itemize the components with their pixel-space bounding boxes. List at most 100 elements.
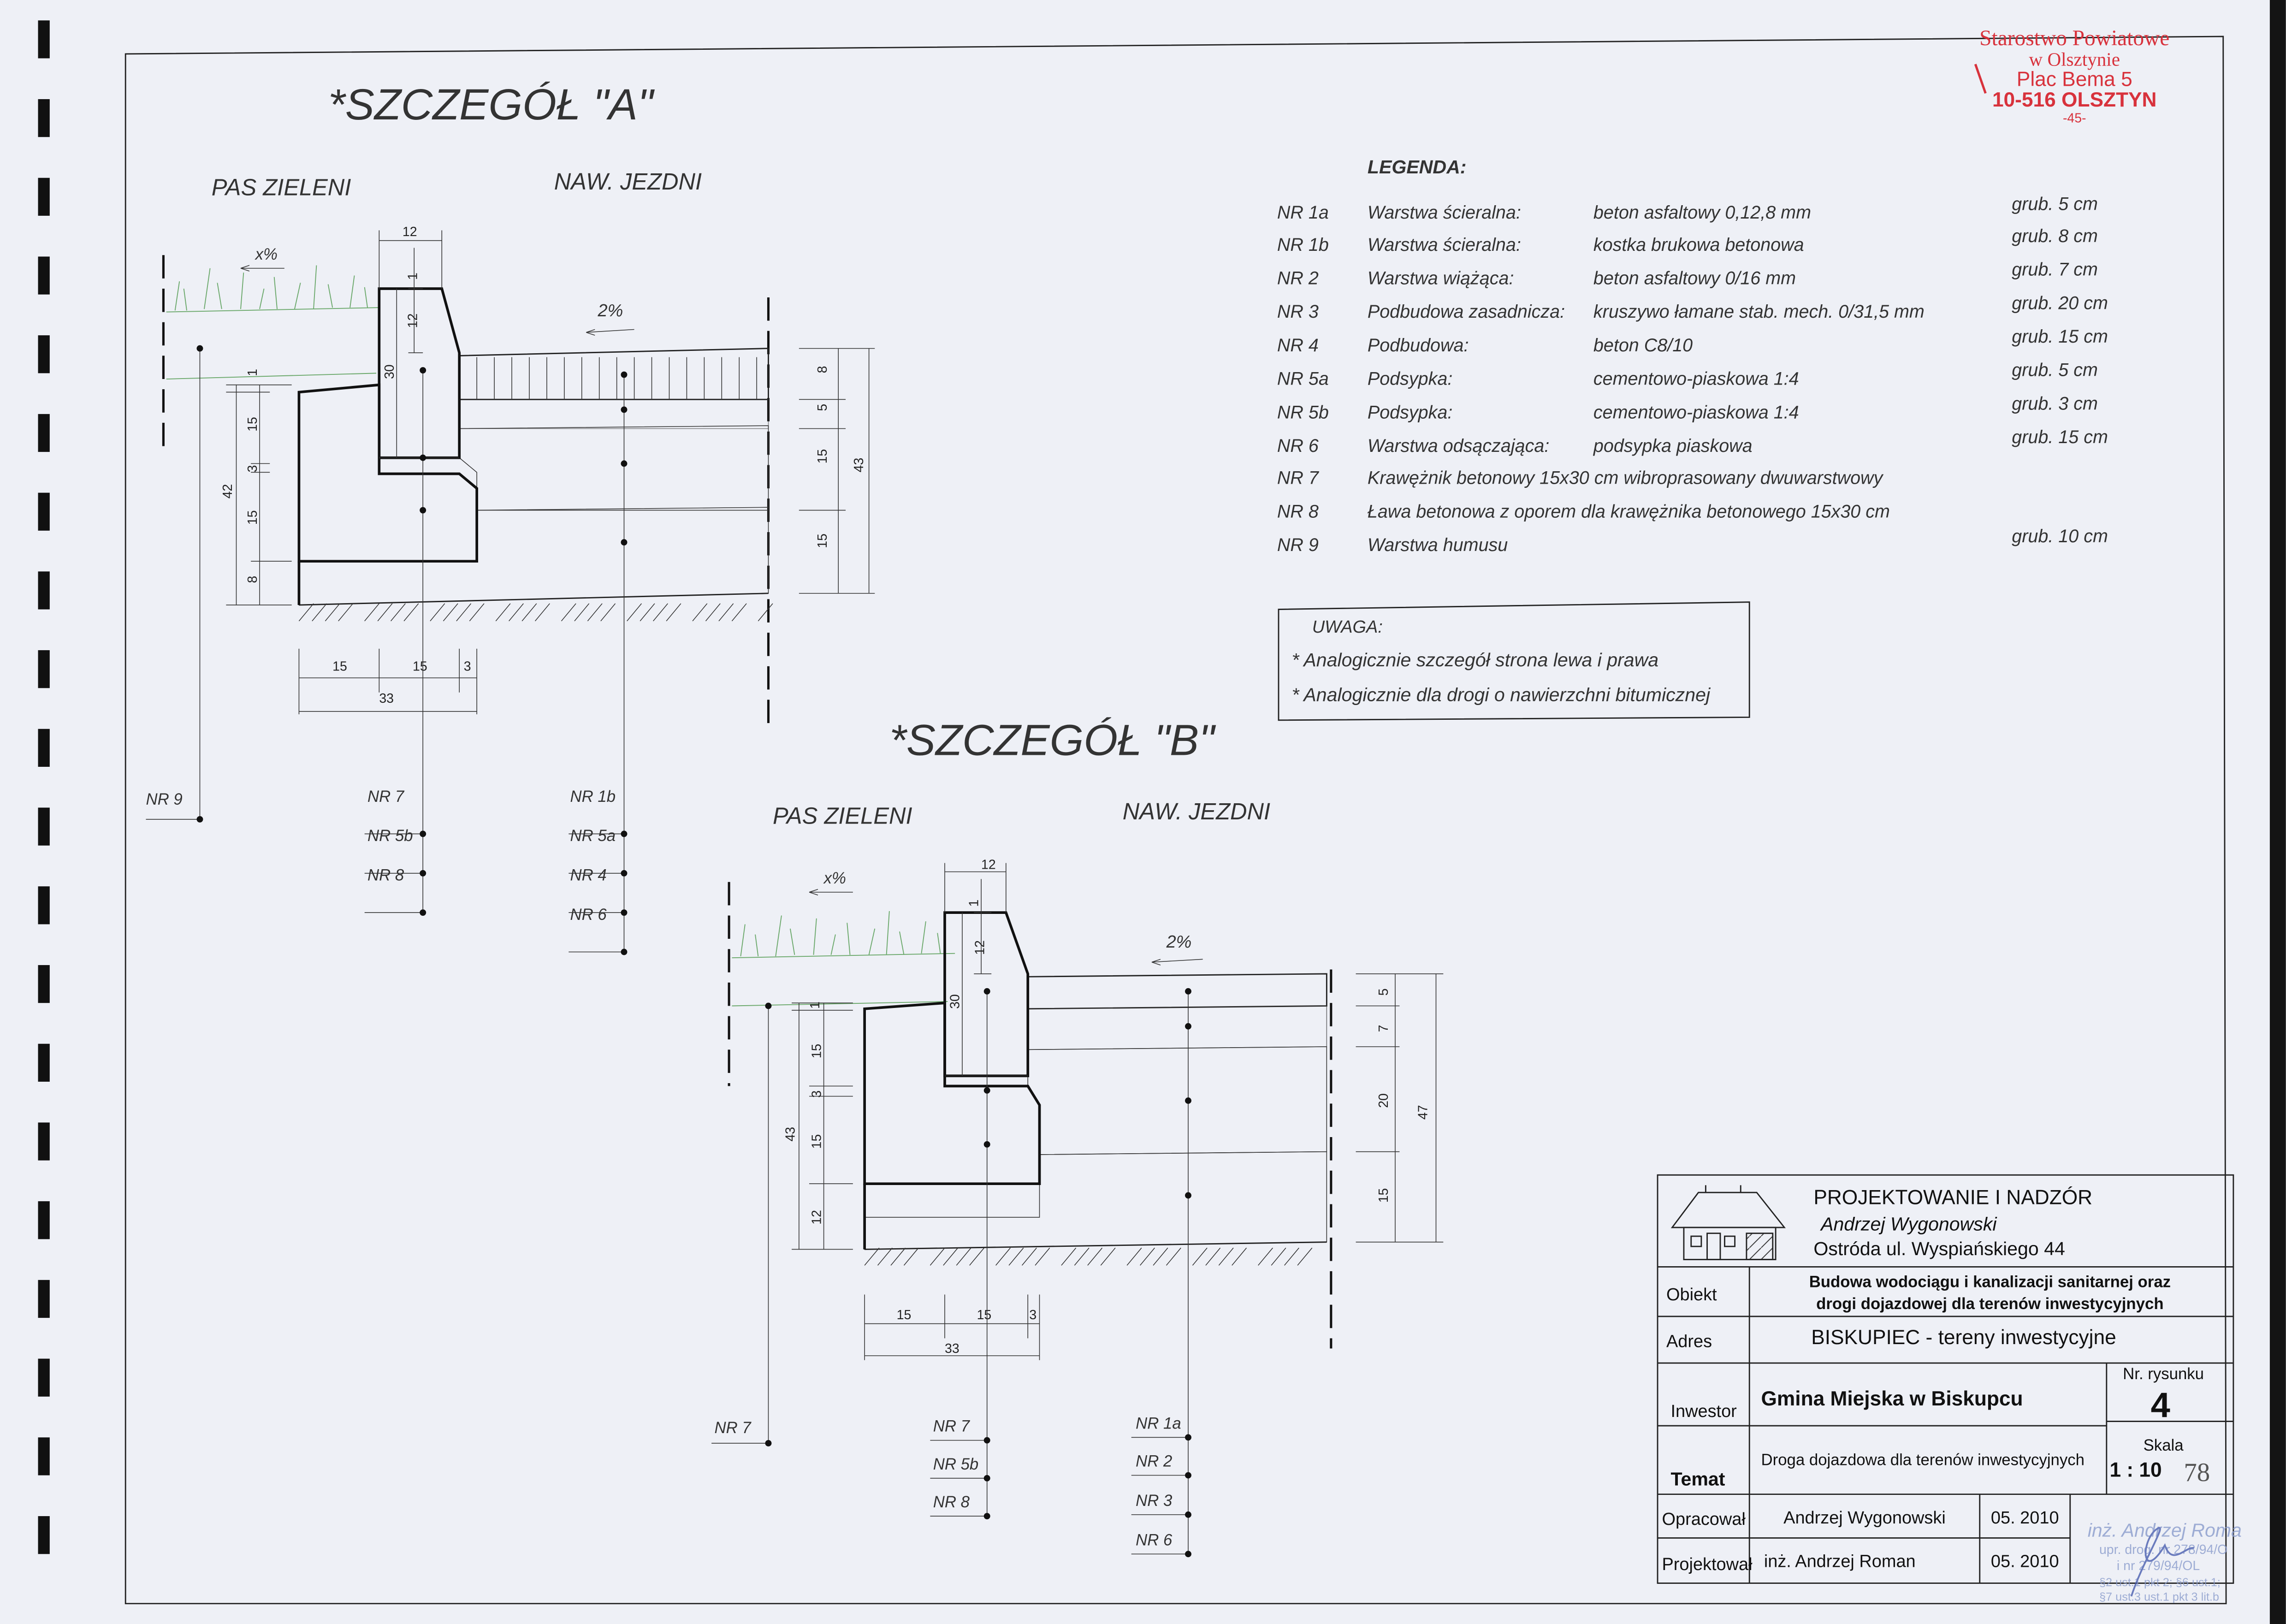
callout-label: NR 5b <box>367 827 413 845</box>
dim-label: 8 <box>245 576 260 583</box>
callout-label: NR 9 <box>146 791 182 808</box>
sheet-frame <box>124 36 2227 1605</box>
slope-label: x% <box>823 870 846 887</box>
slope-label: x% <box>255 246 278 263</box>
binding-hole <box>38 99 50 137</box>
dim-label: 12 <box>981 857 996 872</box>
legend-thickness: grub. 7 cm <box>2012 260 2098 280</box>
legend-nr: NR 2 <box>1277 268 1319 289</box>
callout-label: NR 1a <box>1136 1415 1181 1432</box>
detail-b: *SZCZEGÓŁ "B" PAS ZIELENI NAW. JEZDNI x%… <box>711 716 1444 1558</box>
legend-material: podsypka piaskowa <box>1593 436 1753 456</box>
dim-label: 33 <box>379 691 394 706</box>
binding-hole <box>38 1122 50 1161</box>
legend-nr: NR 5b <box>1277 402 1329 422</box>
callouts: NR 9 NR 7 NR 5b NR 8 NR 1b NR 5a NR 4 NR… <box>146 345 628 955</box>
dim-label: 12 <box>972 940 987 955</box>
callout-label: NR 5a <box>570 827 616 845</box>
legend-nr: NR 1b <box>1277 235 1329 255</box>
scale-label: Skala <box>2144 1437 2184 1454</box>
binding-hole <box>38 965 50 1003</box>
concrete-base-layer <box>459 425 769 511</box>
dim-label: 5 <box>815 404 830 411</box>
dim-label: 42 <box>220 484 235 499</box>
obiekt-value: Budowa wodociągu i kanalizacji sanitarne… <box>1809 1274 2171 1291</box>
dim-label: 7 <box>1376 1025 1391 1032</box>
legend-material: kruszywo łamane stab. mech. 0/31,5 mm <box>1593 302 1925 322</box>
drawing-number-label: Nr. rysunku <box>2123 1365 2204 1383</box>
dim-label: 30 <box>382 364 397 379</box>
callout-label: NR 7 <box>367 788 405 806</box>
stamp-text: upr. drog. nr 278/94/O <box>2099 1542 2227 1557</box>
binding-hole <box>38 1201 50 1239</box>
binding-hole <box>38 256 50 295</box>
opracowal-name: Andrzej Wygonowski <box>1783 1508 1946 1528</box>
curb-foundation <box>863 1002 1041 1185</box>
legend-name: Warstwa wiążąca: <box>1368 268 1514 289</box>
binding-hole <box>38 1043 50 1082</box>
curb <box>378 287 461 459</box>
legend-material: cementowo-piaskowa 1:4 <box>1593 402 1799 422</box>
detail-b-title: *SZCZEGÓŁ "B" <box>889 716 1216 765</box>
binding-hole <box>38 1280 50 1318</box>
callout-label: NR 8 <box>933 1494 970 1511</box>
grass-icon <box>732 911 955 1007</box>
detail-a-left-label: PAS ZIELENI <box>212 174 351 201</box>
stamp-text: w Olsztynie <box>2029 48 2120 70</box>
callout-label: NR 6 <box>1136 1531 1173 1549</box>
obiekt-value: drogi dojazdowej dla terenów inwestycyjn… <box>1816 1295 2163 1313</box>
callout-label: NR 6 <box>570 906 607 924</box>
adres-label: Adres <box>1666 1332 1712 1351</box>
projektowal-date: 05. 2010 <box>1991 1552 2059 1571</box>
callout-label: NR 2 <box>1136 1453 1172 1470</box>
legend-nr: NR 6 <box>1277 436 1319 456</box>
dim-label: 15 <box>809 1044 824 1059</box>
dim-label: 1 <box>967 900 982 907</box>
dimension-lines <box>226 230 875 715</box>
detail-a-right-label: NAW. JEZDNI <box>554 168 702 195</box>
legend-thickness: grub. 8 cm <box>2012 226 2098 246</box>
callout-label: NR 7 <box>933 1418 971 1435</box>
sand-layer <box>298 507 769 605</box>
dimension-lines <box>792 863 1444 1360</box>
binding-hole <box>38 886 50 925</box>
company-owner: Andrzej Wygonowski <box>1819 1213 1997 1234</box>
legend-nr: NR 9 <box>1277 535 1319 555</box>
dimension-labels: 12 1 12 30 1 15 3 42 15 8 8 5 15 43 15 1… <box>220 225 866 706</box>
detail-b-left-label: PAS ZIELENI <box>773 802 912 829</box>
legend-nr: NR 5a <box>1277 369 1329 389</box>
stamp-text: §2 ust.1 pkt 2; §6 ust.1; <box>2099 1576 2221 1589</box>
dim-label: 47 <box>1416 1105 1431 1120</box>
dim-label: 15 <box>413 659 427 674</box>
binding-hole <box>38 1516 50 1554</box>
stamp-text: 10-516 OLSZTYN <box>1992 89 2157 111</box>
opracowal-label: Opracował <box>1662 1510 1746 1529</box>
callouts: NR 7 NR 7 NR 5b NR 8 NR 1a NR 2 NR 3 NR … <box>711 988 1191 1558</box>
stamp-text: Starostwo Powiatowe <box>1979 26 2169 50</box>
legend-name: Podsypka: <box>1368 402 1452 422</box>
title-block: PROJEKTOWANIE I NADZÓR Andrzej Wygonowsk… <box>1657 1174 2234 1584</box>
dim-label: 1 <box>245 369 260 376</box>
legend-thickness: grub. 15 cm <box>2012 427 2108 447</box>
dim-label: 20 <box>1376 1093 1391 1108</box>
dim-label: 3 <box>809 1091 824 1098</box>
legend-name: Warstwa humusu <box>1368 535 1508 555</box>
callout-label: NR 5b <box>933 1456 979 1473</box>
legend-material: beton asfaltowy 0/16 mm <box>1593 268 1796 289</box>
inwestor-value: Gmina Miejska w Biskupcu <box>1761 1387 2023 1410</box>
detail-a-title: *SZCZEGÓŁ "A" <box>328 80 655 129</box>
dim-label: 43 <box>783 1127 798 1142</box>
drawing-number: 4 <box>2151 1386 2170 1425</box>
detail-a: *SZCZEGÓŁ "A" PAS ZIELENI NAW. JEZDNI x%… <box>146 80 875 955</box>
house-logo-icon <box>1670 1185 1786 1261</box>
dim-label: 33 <box>945 1341 959 1356</box>
company-name: PROJEKTOWANIE I NADZÓR <box>1813 1186 2092 1209</box>
asphalt-binder-layer <box>1027 1005 1327 1050</box>
legend-name: Podsypka: <box>1368 369 1452 389</box>
legend-thickness: grub. 3 cm <box>2012 393 2098 414</box>
legend-material: kostka brukowa betonowa <box>1593 235 1804 255</box>
binding-hole <box>38 650 50 688</box>
dim-label: 12 <box>403 225 417 239</box>
